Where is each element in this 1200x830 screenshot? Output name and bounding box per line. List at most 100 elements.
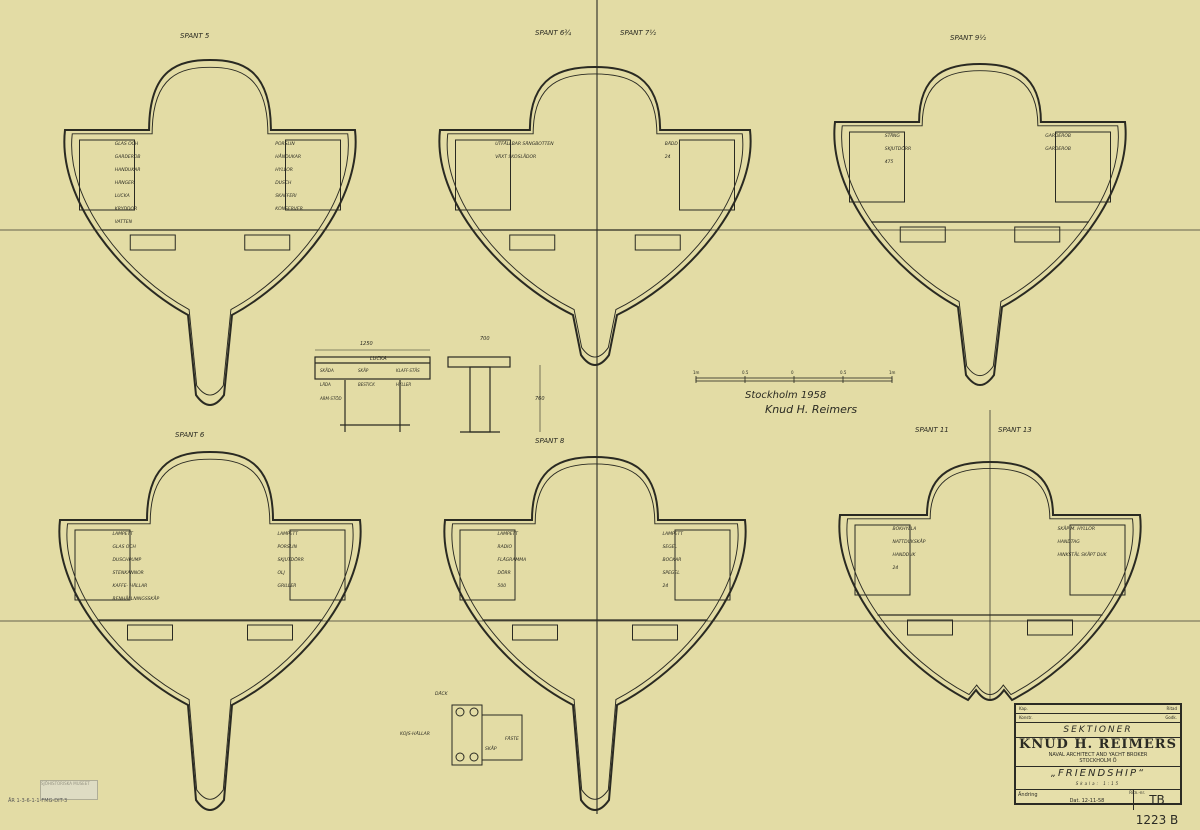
detail-label: FÄSTE [505, 735, 519, 742]
section-label: SKÅP M. HYLLOR [1058, 525, 1095, 532]
section-label: HYLLOR [275, 167, 293, 173]
section-label: BOKHYLLA [893, 526, 917, 532]
section-label: HINKSTÅL SKÅPT DUK [1058, 551, 1108, 558]
section-label: SKJUTDÖRR [278, 556, 304, 563]
section-title-2: SPANT 13 [998, 426, 1032, 434]
section-label: LAMPETT [663, 531, 685, 537]
section-title: SPANT 5 [180, 32, 210, 40]
section-label: OLJ [278, 570, 286, 576]
stamp-note: ÅR 1-3-6-1-1-FMG-DIT-3 [8, 798, 68, 804]
section-label: HÄNGER [115, 179, 134, 186]
section-label: GRILLER [278, 583, 297, 589]
detail-label: SKÅP [485, 745, 497, 752]
section-title-2: SPANT 7½ [620, 29, 656, 37]
section-label: STENKANNOR [113, 570, 144, 576]
section-title: SPANT 8 [535, 437, 565, 445]
section-label: GLAS OCH [113, 544, 137, 550]
section-label: 500 [498, 583, 507, 589]
signature-place-date: Stockholm 1958 [745, 390, 826, 401]
section-label: 24 [893, 565, 899, 571]
section-label: BÄDD [665, 140, 679, 147]
section-label: RADIO [498, 544, 513, 550]
table-label: KLAFF-STÅS [396, 368, 420, 373]
date-label: Dat. 12-11-58 [1069, 798, 1105, 804]
table-label: ARM-STÖD [319, 396, 342, 401]
title-block: Kap.Ritad Konstr.Godk. SEKTIONER KNUD H.… [1014, 703, 1182, 827]
drawing-title: SEKTIONER [1016, 723, 1180, 738]
tb-godk: Godk. [1165, 715, 1177, 720]
detail-label: DÄCK [435, 690, 449, 697]
table-label: BESTICK [358, 382, 375, 387]
section-label: SKAFFERI [275, 193, 297, 199]
section-label: LUCKA [115, 193, 130, 199]
number-label: Ritn.-nr. [1129, 790, 1146, 795]
section-label: KAFFE- HÄLLAR [113, 582, 148, 589]
section-label: DUSCHPUMP [113, 557, 142, 563]
signature: Stockholm 1958 Knud H. Reimers [745, 390, 857, 416]
section-label: DUSCH [275, 180, 292, 186]
museum-stamp: SJÖHISTORISKA MUSEET [40, 780, 98, 800]
detail-label: KOJS-HÄLLAR [400, 730, 430, 737]
section-label: LAMPETT [498, 531, 520, 537]
section-label: LAMPETT [278, 531, 300, 537]
section-label: VATTEN [115, 219, 133, 225]
scale-tick-label: 0 [791, 370, 794, 375]
scale-tick-label: 1m [693, 370, 700, 375]
section-label: KONSERVER [275, 206, 303, 212]
scale-tick-label: 0.5 [742, 370, 749, 375]
signature-name: Knud H. Reimers [765, 403, 857, 416]
section-label: HÅNDUKAR [275, 153, 301, 160]
table-label: LÄDA [320, 382, 331, 387]
section-label: SPEGEL [663, 570, 681, 576]
table-dimension: 700 [480, 336, 490, 342]
scale-bar: 1m 0.5 0 0.5 1m [693, 370, 896, 383]
section-label: BOCKAR [663, 557, 682, 563]
section-label: 24 [665, 154, 671, 160]
hull-section-5 [443, 455, 747, 811]
section-label: HANDTAG [1058, 539, 1081, 545]
scale-tick-label: 1m [889, 370, 896, 375]
scale-label: Skala: 1:15 [1075, 781, 1121, 786]
section-label: LAMPETT [113, 531, 135, 537]
table-detail [314, 349, 541, 433]
scale-tick-label: 0.5 [840, 370, 847, 375]
section-label: KRYDDOR [115, 206, 137, 212]
table-label: SKÅP [358, 368, 369, 373]
section-label: GARDEROB [1045, 146, 1071, 152]
section-label: HANDDUK [893, 552, 917, 558]
section-label: GLAS OCH [115, 141, 139, 147]
section-label: PORSLIN [278, 544, 298, 550]
small-detail-drawing [451, 704, 523, 766]
hull-sections [58, 58, 1142, 811]
hull-section-6 [838, 460, 1142, 702]
tb-kap: Kap. [1019, 706, 1028, 711]
change-label: Ändring [1018, 792, 1038, 798]
section-label: STÄNG [885, 132, 901, 139]
hull-section-3 [833, 62, 1127, 386]
firm-name: KNUD H. REIMERS [1019, 737, 1177, 752]
section-label: GARDEROB [115, 154, 141, 160]
firm-subtitle: NAVAL ARCHITECT AND YACHT BROKER [1048, 752, 1148, 758]
section-label: SEGEL [663, 544, 678, 550]
section-label: RENHÅLLNINGSSKÅP [113, 595, 160, 602]
section-label: VÄXT SKOSLÅDOR [495, 153, 536, 160]
section-label: NATTDUKSKÅP [893, 538, 926, 545]
section-label: FLÄGRAMMA [498, 556, 527, 563]
section-label: PORSLIN [275, 141, 295, 147]
section-label: GARDEROB [1045, 133, 1071, 139]
stamp-text: SJÖHISTORISKA MUSEET [41, 781, 90, 786]
section-title: SPANT 9½ [950, 34, 986, 42]
tb-konstr: Konstr. [1019, 715, 1033, 720]
section-label: SKJUTDÖRR [885, 145, 911, 152]
section-label: DÖRR [498, 569, 511, 576]
table-dimension: 1250 [360, 341, 373, 347]
table-dimension: LUCKA [370, 356, 387, 362]
section-label: 24 [663, 583, 669, 589]
hull-section-1 [63, 58, 357, 406]
hull-section-2 [438, 65, 752, 366]
hull-section-4 [58, 450, 362, 811]
section-title: SPANT 6¾ [535, 29, 571, 37]
firm-city: STOCKHOLM Ö [1079, 758, 1117, 764]
